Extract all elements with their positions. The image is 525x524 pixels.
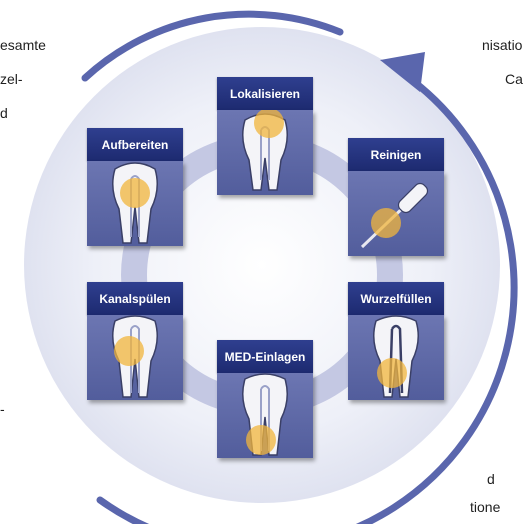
text-fragment: Ca (505, 70, 523, 88)
text-fragment: esamte (0, 36, 46, 54)
text-fragment: - (0, 400, 5, 418)
step-title: Aufbereiten (87, 128, 183, 161)
text-fragment: d (487, 470, 495, 488)
step-title: Lokalisieren (217, 77, 313, 110)
tooth-icon (87, 161, 183, 246)
step-title: Kanalspülen (87, 282, 183, 315)
step-image (217, 373, 313, 458)
step-image (87, 315, 183, 400)
step-card-kanalspuelen: Kanalspülen (87, 282, 183, 400)
step-card-reinigen: Reinigen (348, 138, 444, 256)
step-image (217, 110, 313, 195)
text-fragment: d (0, 104, 8, 122)
step-image (348, 315, 444, 400)
step-image (348, 171, 444, 256)
tooth-icon (217, 373, 313, 458)
step-title: MED-Einlagen (217, 340, 313, 373)
step-image (87, 161, 183, 246)
step-card-wurzelfuellen: Wurzelfüllen (348, 282, 444, 400)
text-fragment: zel- (0, 70, 23, 88)
file-instrument-icon (348, 171, 444, 256)
step-title: Reinigen (348, 138, 444, 171)
step-title: Wurzelfüllen (348, 282, 444, 315)
step-card-aufbereiten: Aufbereiten (87, 128, 183, 246)
tooth-icon (87, 315, 183, 400)
tooth-icon (217, 110, 313, 195)
step-card-lokalisieren: Lokalisieren (217, 77, 313, 195)
step-card-med-einlagen: MED-Einlagen (217, 340, 313, 458)
text-fragment: tione (470, 498, 500, 516)
text-fragment: nisatio (482, 36, 522, 54)
filled-tooth-icon (348, 315, 444, 400)
